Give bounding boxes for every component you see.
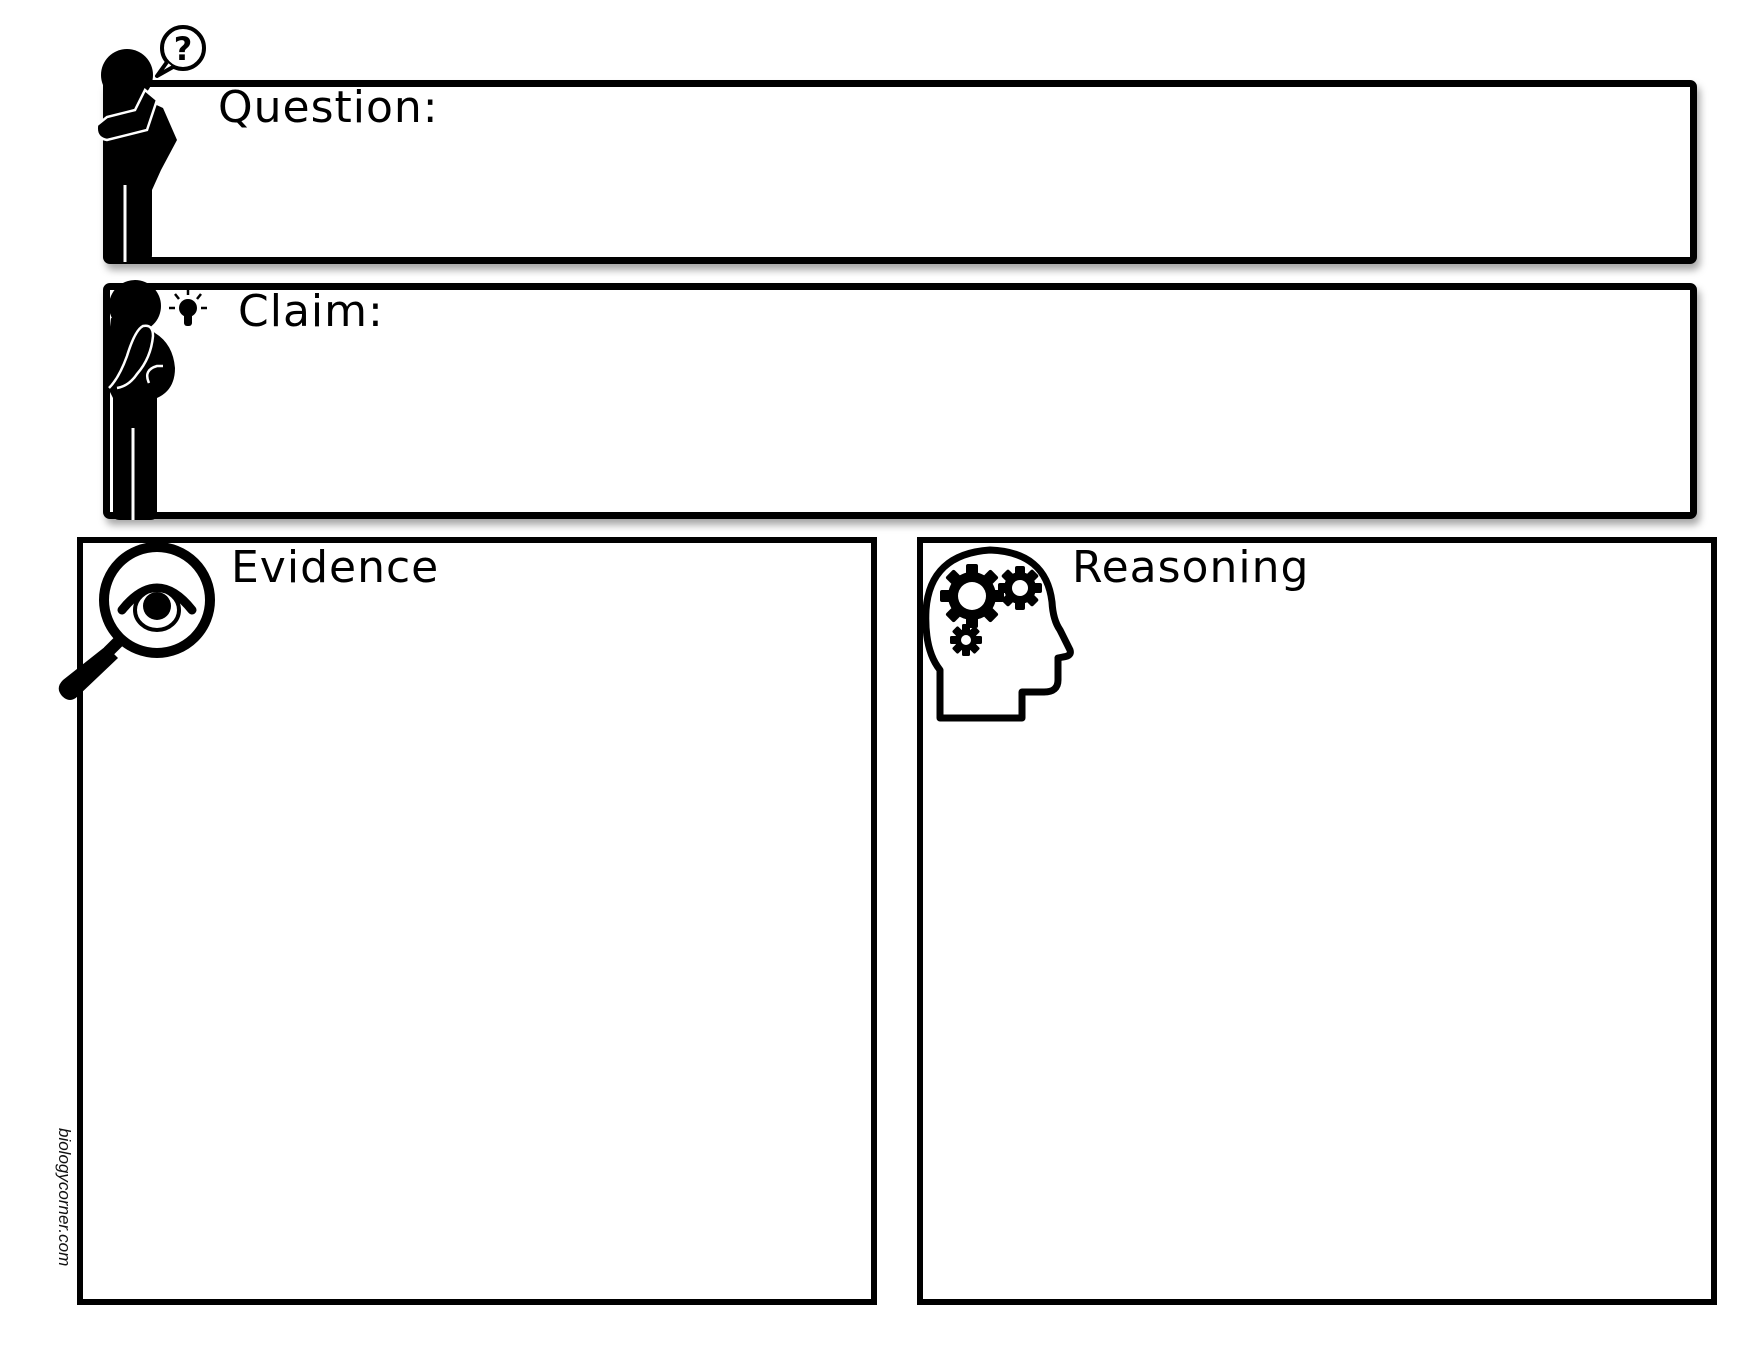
head-gears-icon: [922, 546, 1074, 722]
thinking-person-question-icon: ?: [95, 25, 206, 262]
evidence-label: Evidence: [231, 542, 440, 593]
svg-text:?: ?: [174, 30, 193, 68]
biologycorner-watermark: biologycorner.com: [55, 1128, 74, 1267]
magnifier-eye-icon: [58, 542, 215, 700]
thinking-person-lightbulb-icon: [103, 280, 207, 520]
claim-label: Claim:: [238, 286, 384, 337]
question-box[interactable]: [103, 80, 1697, 264]
evidence-box[interactable]: [77, 537, 877, 1305]
question-label: Question:: [218, 82, 439, 133]
claim-box[interactable]: [103, 283, 1697, 519]
reasoning-label: Reasoning: [1072, 542, 1310, 593]
